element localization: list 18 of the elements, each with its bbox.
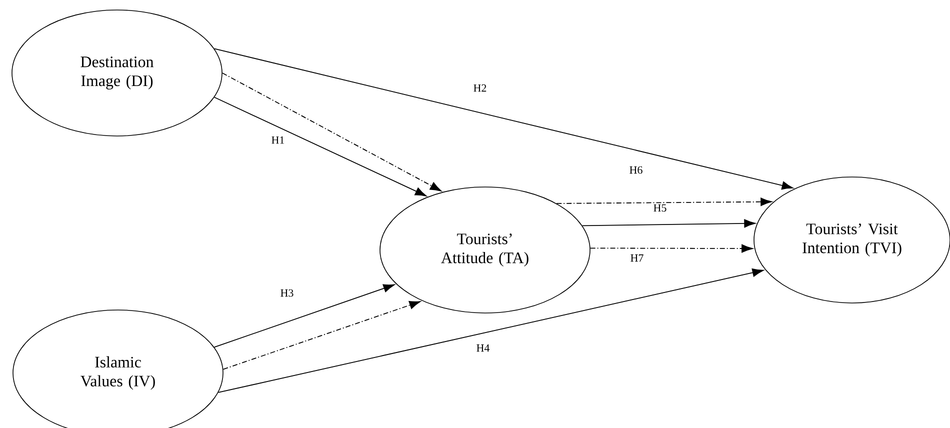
ellipse-node: Destination Image (DI) <box>12 10 222 136</box>
edge-label: H7 <box>629 253 645 263</box>
arrow <box>556 198 772 206</box>
arrow <box>214 48 794 190</box>
ellipse-node: Tourists’ Attitude (TA) <box>380 186 590 314</box>
edge-label: H5 <box>652 203 668 213</box>
arrow <box>222 72 442 192</box>
edge-label: H1 <box>270 135 286 145</box>
edge-label: H2 <box>472 83 488 93</box>
arrow <box>582 219 756 228</box>
arrow <box>590 244 753 253</box>
edge-label: H4 <box>475 343 491 353</box>
arrow <box>222 300 421 370</box>
arrow <box>214 284 395 348</box>
edge-label: H3 <box>279 288 295 298</box>
edge-label: H6 <box>628 165 644 175</box>
arrow <box>214 96 427 196</box>
arrow <box>218 268 764 393</box>
